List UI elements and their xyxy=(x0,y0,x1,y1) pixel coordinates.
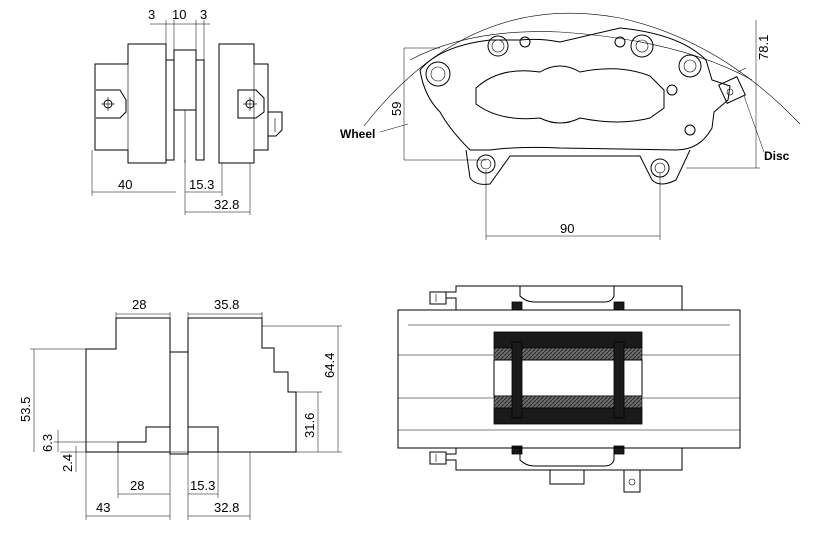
bleed-nipple-icon xyxy=(101,97,115,111)
dim-height-total: 64.4 xyxy=(322,353,337,378)
dim-height-left: 53.5 xyxy=(18,397,33,422)
dim-bottom-left: 40 xyxy=(118,177,132,192)
front-view: 59 78.1 90 Wheel Disc xyxy=(340,12,801,240)
dim-bolt-spacing: 90 xyxy=(560,221,574,236)
dim-bottom-b: 15.3 xyxy=(190,478,215,493)
bleed-nipple-icon xyxy=(718,67,747,104)
side-view: 3 10 3 40 15.3 32.8 xyxy=(91,7,283,215)
section-view: 28 35.8 64.4 31.6 53.5 6.3 2.4 28 15.3 4… xyxy=(18,297,342,520)
dim-bottom-c: 43 xyxy=(96,500,110,515)
dim-height-inner: 31.6 xyxy=(302,413,317,438)
dim-top-left: 28 xyxy=(132,297,146,312)
dim-small-b: 2.4 xyxy=(60,454,75,472)
dim-top-mid: 10 xyxy=(172,7,186,22)
dim-top-right: 35.8 xyxy=(214,297,239,312)
label-disc: Disc xyxy=(764,149,790,163)
bleed-nipple-icon xyxy=(243,97,257,111)
dim-bottom-mid: 15.3 xyxy=(189,177,214,192)
dim-small-a: 6.3 xyxy=(40,434,55,452)
dim-side-height: 59 xyxy=(389,102,404,116)
label-wheel: Wheel xyxy=(340,127,375,141)
dim-bottom-a: 28 xyxy=(130,478,144,493)
dim-height: 78.1 xyxy=(756,35,771,60)
top-view xyxy=(397,285,741,493)
dim-top-left: 3 xyxy=(148,7,155,22)
dim-bottom-right: 32.8 xyxy=(214,197,239,212)
dim-top-right: 3 xyxy=(200,7,207,22)
dim-bottom-d: 32.8 xyxy=(214,500,239,515)
